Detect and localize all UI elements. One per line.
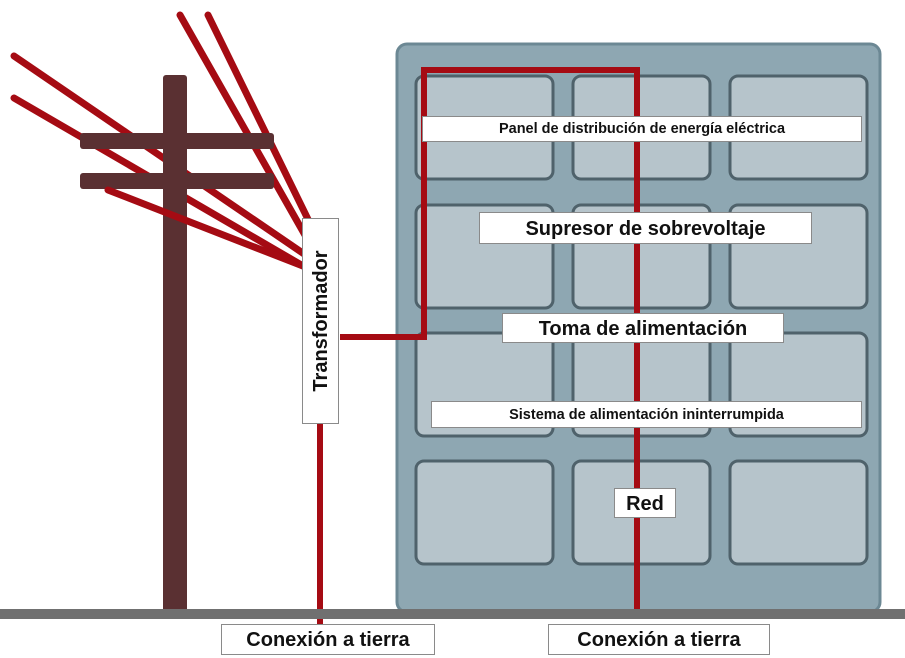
surge-suppressor-label: Supresor de sobrevoltaje xyxy=(479,212,812,244)
pole-trunk xyxy=(163,75,187,615)
panel-label: Panel de distribución de energía eléctri… xyxy=(422,116,862,142)
transformer-label: Transformador xyxy=(302,218,339,424)
pole-crossarm-top xyxy=(80,133,274,149)
building-icon xyxy=(395,42,882,614)
window xyxy=(728,459,869,566)
network-label: Red xyxy=(614,488,676,518)
building-wiring xyxy=(317,67,640,630)
window xyxy=(414,459,555,566)
ground-connection-label-right: Conexión a tierra xyxy=(548,624,770,655)
overhead-line xyxy=(104,186,312,272)
utility-pole-icon xyxy=(80,75,274,615)
power-outlet-label: Toma de alimentación xyxy=(502,313,784,343)
overhead-lines-front xyxy=(104,186,312,272)
feed-wire xyxy=(340,67,640,618)
ground-line xyxy=(0,609,905,619)
pole-crossarm-bottom xyxy=(80,173,274,189)
overhead-lines xyxy=(10,11,328,274)
transformer-label-text: Transformador xyxy=(309,250,332,392)
overhead-line xyxy=(10,52,314,262)
ground-connection-label-left: Conexión a tierra xyxy=(221,624,435,655)
ups-label: Sistema de alimentación ininterrumpida xyxy=(431,401,862,428)
